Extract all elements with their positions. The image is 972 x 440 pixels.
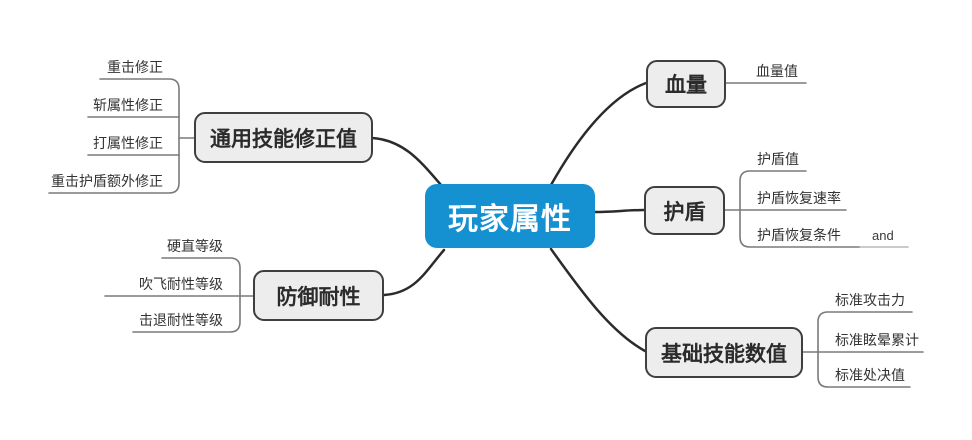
curve-root-to-defense-resistance [382,248,446,297]
curve-root-to-general-skill-modifiers [370,136,443,187]
branch-defense-resistance[interactable]: 防御耐性 [253,270,384,321]
curve-root-to-base-skill-values [549,247,647,353]
leaf-shield-recovery-rate[interactable]: 护盾恢复速率 [757,190,841,206]
branch-general-skill-modifiers[interactable]: 通用技能修正值 [194,112,373,163]
curve-root-to-shield [593,208,646,214]
leaf-knockup-resistance-level[interactable]: 吹飞耐性等级 [139,276,223,292]
leaf-strike-attribute-modifier[interactable]: 打属性修正 [93,135,163,151]
leaf-heavy-attack-shield-extra-modifier[interactable]: 重击护盾额外修正 [51,173,163,189]
leaf-shield-value[interactable]: 护盾值 [757,151,799,167]
branch-health[interactable]: 血量 [646,60,726,108]
leaf-knockback-resistance-level[interactable]: 击退耐性等级 [139,312,223,328]
leaf-standard-execution-value[interactable]: 标准处决值 [835,367,905,383]
leaf-standard-attack-power[interactable]: 标准攻击力 [835,292,905,308]
branch-shield[interactable]: 护盾 [644,186,725,235]
leaf-standard-stun-accumulation[interactable]: 标准眩晕累计 [835,332,919,348]
curve-root-to-health [549,81,648,187]
leaf-heavy-attack-modifier[interactable]: 重击修正 [107,59,163,75]
leaf-stagger-level[interactable]: 硬直等级 [167,238,223,254]
leaf-health-value[interactable]: 血量值 [756,63,798,79]
leaf-and[interactable]: and [872,228,894,243]
leaf-shield-recovery-condition[interactable]: 护盾恢复条件 [757,227,841,243]
branch-base-skill-values[interactable]: 基础技能数值 [645,327,803,378]
leaf-slash-attribute-modifier[interactable]: 斩属性修正 [93,97,163,113]
root-topic-player-attributes[interactable]: 玩家属性 [425,184,595,248]
